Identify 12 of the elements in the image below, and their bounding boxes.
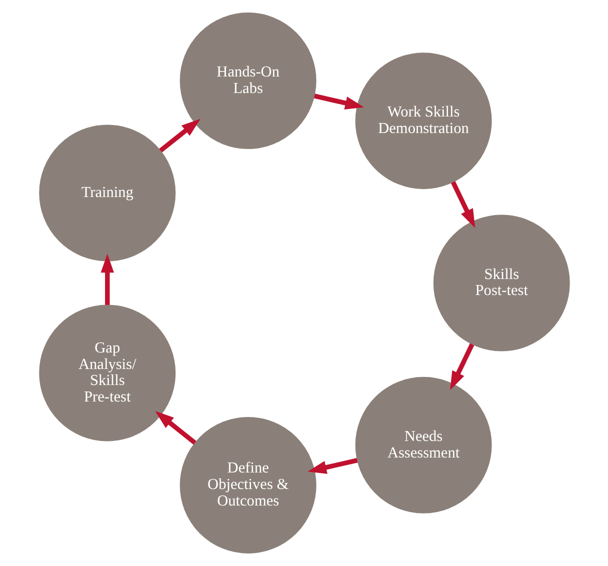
arrow	[154, 411, 196, 445]
arrow	[307, 458, 358, 474]
node-circle: Needs Assessment	[354, 376, 492, 514]
arrow	[450, 343, 474, 390]
node-circle: Define Objectives & Outcomes	[179, 416, 316, 554]
arrow	[158, 118, 200, 152]
arrow	[450, 181, 475, 228]
arrow	[100, 254, 114, 305]
arrow	[313, 94, 364, 110]
node-circle: Work Skills Demonstration	[354, 52, 492, 190]
node-circle: Training	[38, 124, 176, 262]
node-circle: Skills Post-test	[432, 214, 570, 352]
